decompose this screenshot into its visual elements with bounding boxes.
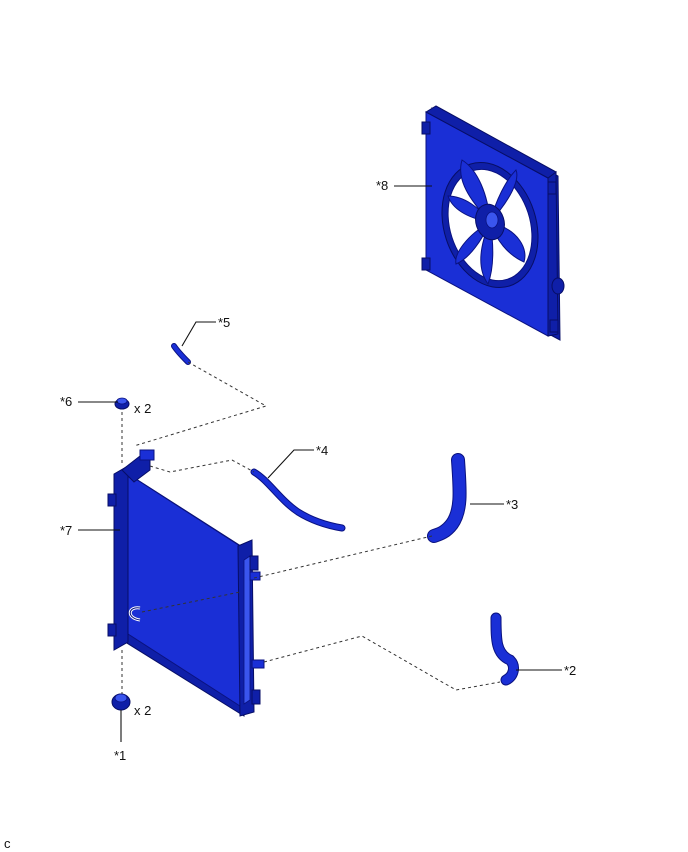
callout-8: *8 xyxy=(376,178,388,193)
connection-lines xyxy=(121,361,501,694)
leader-lines xyxy=(78,185,562,742)
hose-5-part xyxy=(171,343,191,365)
callout-5: *5 xyxy=(218,315,230,330)
callout-6: *6 xyxy=(60,394,72,409)
callout-1: *1 xyxy=(114,748,126,763)
fan-shroud-part xyxy=(421,105,565,341)
radiator-part xyxy=(107,449,265,717)
callout-3: *3 xyxy=(506,497,518,512)
quantity-6: x 2 xyxy=(134,401,151,416)
hose-4-part xyxy=(250,468,346,532)
hose-3-part xyxy=(427,453,467,543)
callout-4: *4 xyxy=(316,443,328,458)
upper-cushion-part xyxy=(114,397,130,410)
callout-2: *2 xyxy=(564,663,576,678)
lower-cushion-part xyxy=(111,693,131,711)
callout-7: *7 xyxy=(60,523,72,538)
corner-code: c xyxy=(4,836,11,851)
quantity-1: x 2 xyxy=(134,703,151,718)
hose-2-part xyxy=(490,612,519,686)
